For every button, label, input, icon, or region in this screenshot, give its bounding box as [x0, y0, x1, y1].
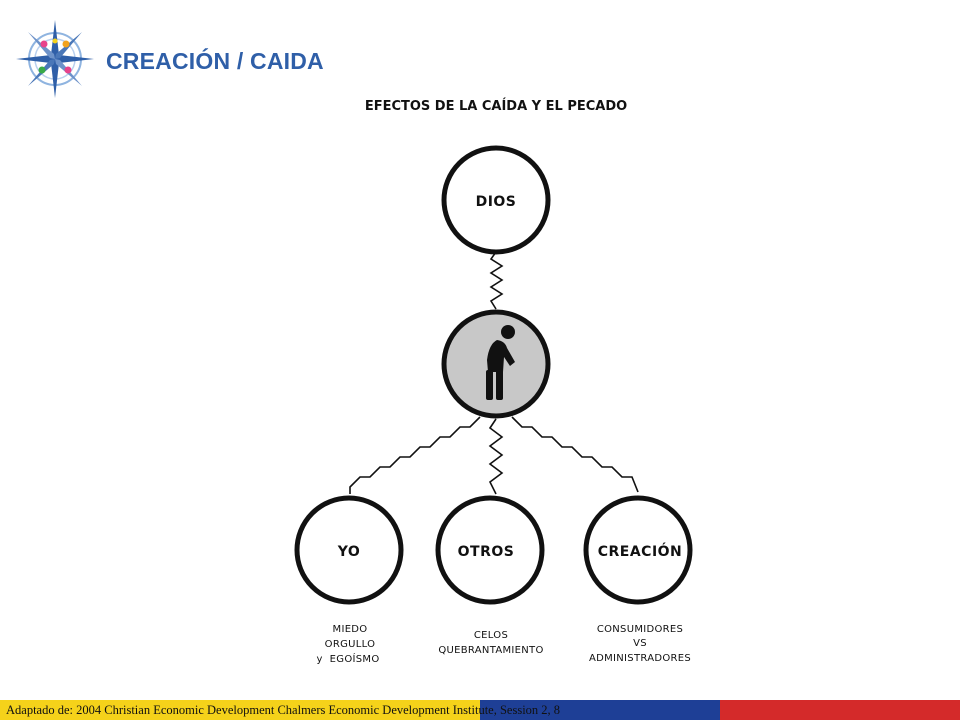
connector-dios-center	[489, 251, 504, 310]
stooped-person-icon	[486, 325, 515, 400]
yo-description-line: MIEDO	[333, 624, 368, 635]
footer-color-bar	[0, 700, 960, 720]
connector-center-creacion	[511, 416, 639, 493]
node-yo	[294, 495, 404, 605]
creacion-description-line: VS	[633, 638, 647, 649]
otros-description-line: QUEBRANTAMIENTO	[438, 645, 543, 656]
yo-description-line: ORGULLO	[325, 639, 376, 650]
slide-title: CREACIÓN / CAIDA	[106, 48, 324, 74]
node-dios	[441, 145, 551, 255]
creacion-description-line: ADMINISTRADORES	[589, 653, 691, 664]
connector-center-otros	[488, 418, 504, 495]
footer-citation: Adaptado de: 2004 Christian Economic Dev…	[6, 703, 561, 717]
compass-star-logo-icon	[16, 20, 94, 98]
creacion-description-line: CONSUMIDORES	[597, 624, 683, 635]
diagram-title: EFECTOS DE LA CAÍDA Y EL PECADO	[365, 98, 627, 114]
footer-stripe-red	[720, 700, 960, 720]
node-creacion	[583, 495, 693, 605]
connector-center-yo	[349, 416, 481, 494]
otros-description-line: CELOS	[474, 630, 508, 641]
node-otros	[435, 495, 545, 605]
footer-stripe-blue	[480, 700, 720, 720]
footer-stripe-yellow	[0, 700, 480, 720]
node-yo-label: YO	[337, 544, 361, 560]
yo-description-line: y EGOÍSMO	[316, 652, 379, 665]
node-otros-label: OTROS	[458, 544, 515, 560]
node-creacion-label: CREACIÓN	[598, 542, 683, 560]
node-dios-label: DIOS	[476, 194, 517, 210]
